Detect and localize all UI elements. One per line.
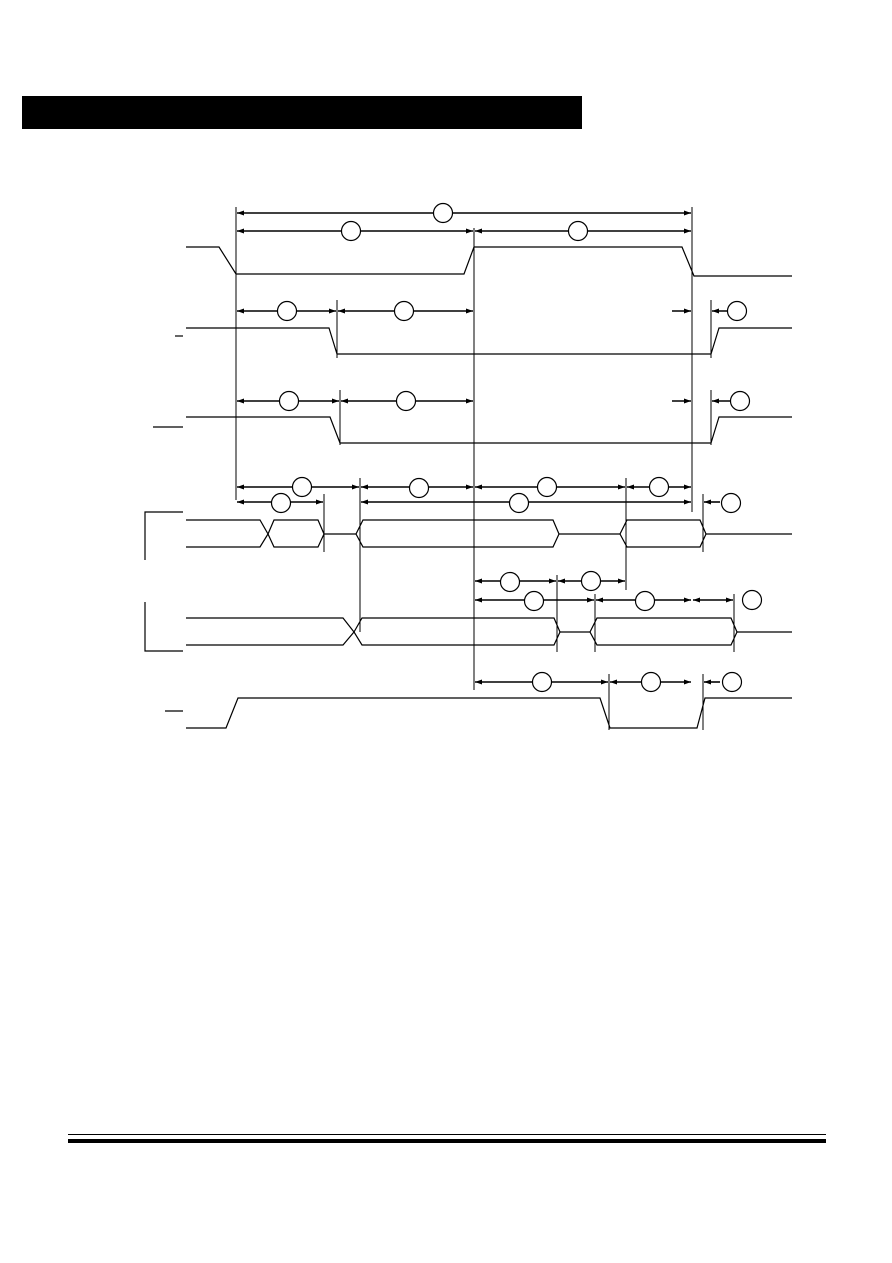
clock-waveform xyxy=(186,246,792,277)
bus-2-waveform-a xyxy=(186,617,355,646)
marker-m7 xyxy=(278,390,300,412)
strobe-waveform xyxy=(186,697,792,729)
marker-m8 xyxy=(395,390,417,412)
bus-2-bracket xyxy=(144,602,183,652)
marker-m9 xyxy=(729,390,751,412)
select-2-waveform xyxy=(186,416,792,444)
marker-m16 xyxy=(720,492,742,514)
bus-2-segment-c xyxy=(589,617,738,646)
bus-1-segment-a xyxy=(267,519,325,548)
marker-m13 xyxy=(648,476,670,498)
reference-lines xyxy=(235,207,735,730)
bus-1-bracket xyxy=(144,511,183,560)
marker-m20 xyxy=(634,590,656,612)
bus-1-waveform xyxy=(186,519,269,548)
marker-m2 xyxy=(340,220,362,242)
header-bar xyxy=(22,96,582,129)
marker-m23 xyxy=(640,671,662,693)
marker-m22 xyxy=(531,671,553,693)
marker-m1 xyxy=(432,202,454,224)
marker-m17 xyxy=(499,571,521,593)
marker-m3 xyxy=(567,220,589,242)
marker-m6 xyxy=(726,300,748,322)
marker-m21 xyxy=(741,589,763,611)
marker-m4 xyxy=(276,300,298,322)
footer-rule-thin xyxy=(68,1134,826,1135)
timing-dimensions xyxy=(237,210,733,685)
bus-1-segment-c xyxy=(619,519,707,548)
marker-m11 xyxy=(408,477,430,499)
select-1-waveform xyxy=(186,327,792,355)
bus-2-segment-b xyxy=(353,617,561,646)
marker-m12 xyxy=(536,476,558,498)
marker-m19 xyxy=(523,590,545,612)
marker-m15 xyxy=(508,492,530,514)
marker-m14 xyxy=(270,492,292,514)
waveforms xyxy=(144,246,792,729)
marker-m10 xyxy=(291,476,313,498)
marker-m5 xyxy=(393,300,415,322)
footer-rule-thick xyxy=(68,1139,826,1143)
bus-1-segment-b xyxy=(355,519,560,548)
marker-m24 xyxy=(721,671,743,693)
timing-markers xyxy=(270,202,763,693)
marker-m18 xyxy=(580,570,602,592)
